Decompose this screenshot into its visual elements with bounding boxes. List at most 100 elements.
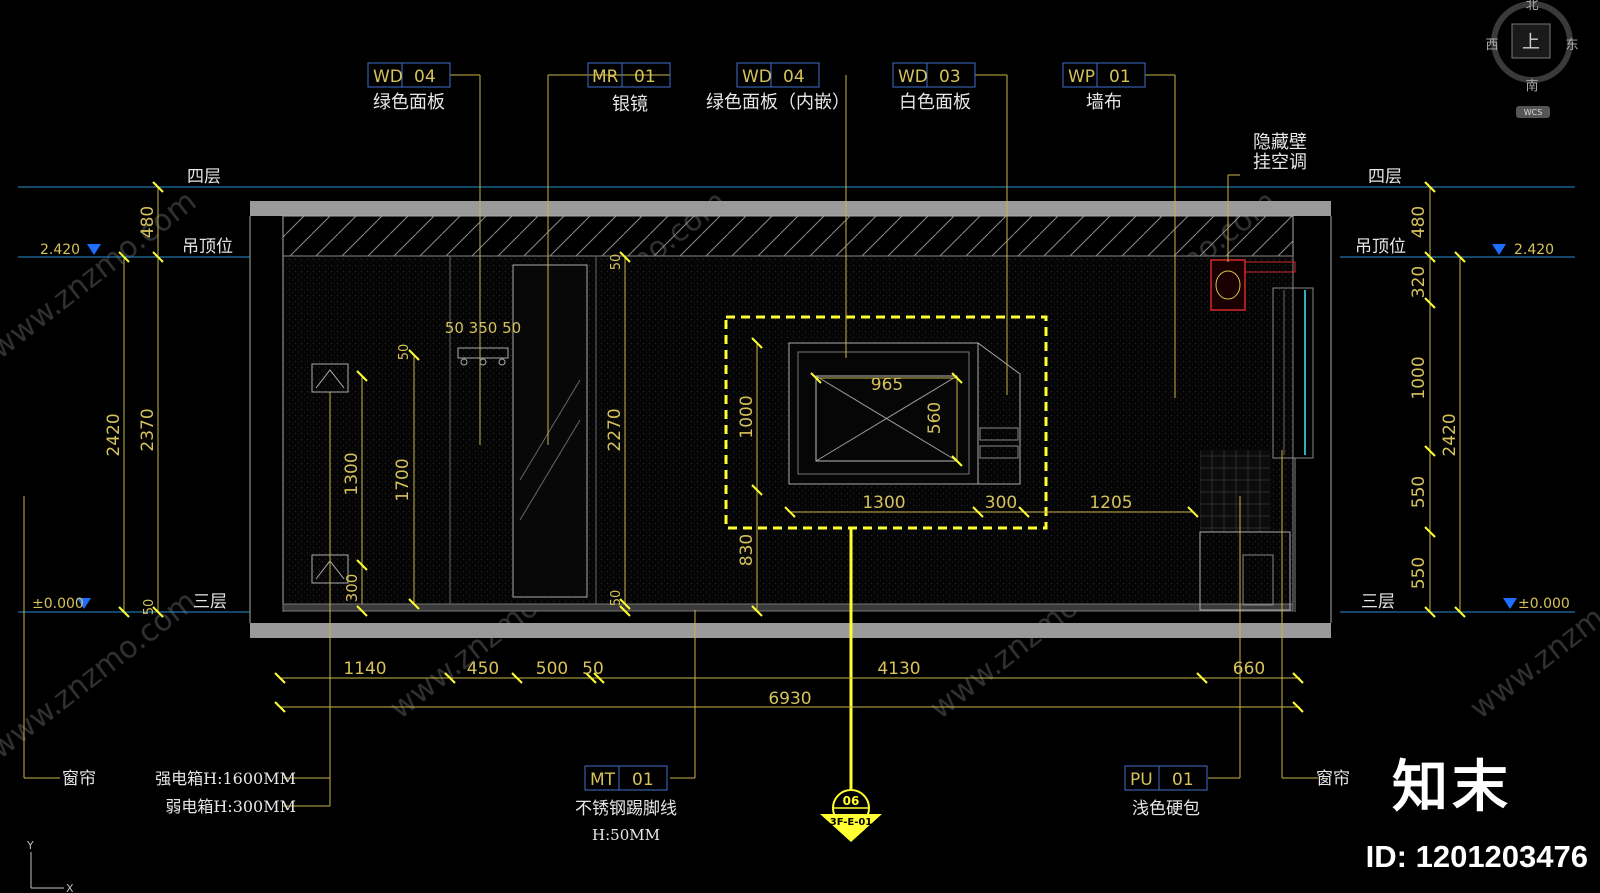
svg-text:MR: MR [592, 67, 619, 87]
ucs-icon: Y X [26, 839, 74, 893]
svg-text:01: 01 [1172, 770, 1194, 790]
mirror-reflection [519, 379, 581, 481]
tv-niche [788, 342, 979, 485]
level-lines [18, 186, 1575, 613]
dim-value: 320 [1409, 266, 1429, 298]
dim-value: 6930 [768, 689, 811, 709]
material-tag[interactable]: MR 01 银镜 [587, 62, 671, 115]
material-tag[interactable]: WD 04 绿色面板 [367, 62, 451, 113]
level-marker [87, 244, 101, 255]
svg-text:04: 04 [783, 67, 805, 87]
svg-text:01: 01 [632, 770, 654, 790]
dim-value: 660 [1233, 659, 1265, 679]
selection-highlight[interactable] [724, 315, 1048, 530]
dim-value: 1300 [342, 452, 362, 495]
svg-text:WP: WP [1068, 67, 1095, 87]
level-marker [1492, 244, 1506, 255]
watermark-text: www.znzmo.com [0, 584, 203, 766]
elevation-value: 2.420 [1514, 242, 1554, 258]
dim-value: 1205 [1089, 493, 1132, 513]
dim-value: 2420 [104, 413, 124, 456]
dim-value: 1700 [393, 458, 413, 501]
svg-text:白色面板: 白色面板 [899, 92, 971, 113]
hidden-ac [1210, 259, 1246, 311]
wall-face [282, 255, 1294, 610]
svg-text:06: 06 [843, 794, 860, 808]
tv-cabinet [977, 342, 1021, 485]
svg-text:WCS: WCS [1524, 108, 1543, 117]
dim-value: 1000 [737, 395, 757, 438]
svg-text:绿色面板: 绿色面板 [373, 92, 445, 113]
dim-value: 300 [985, 493, 1017, 513]
dim-value: 1140 [343, 659, 386, 679]
elevation-value: ±0.000 [1518, 596, 1570, 612]
dim-value: 450 [467, 659, 499, 679]
dim-value: 1300 [862, 493, 905, 513]
section-reference-symbol[interactable]: 06 3F-E-01 [820, 789, 882, 842]
dim-value: 50 [582, 659, 604, 679]
floor-slab [250, 623, 1331, 638]
svg-text:绿色面板（内嵌）: 绿色面板（内嵌） [706, 92, 850, 113]
dim-value: 830 [737, 534, 757, 566]
watermark-text: www.znzmo.com [1463, 544, 1600, 726]
dim-value: 2270 [605, 408, 625, 451]
svg-text:浅色硬包: 浅色硬包 [1132, 799, 1200, 819]
wcs-button [1516, 106, 1550, 118]
view-cube-compass[interactable]: 上 北 南 西 东 WCS [1485, 0, 1579, 118]
watermark-text: www.znzmo.com [0, 184, 203, 366]
elevation-value: 2.420 [40, 242, 80, 258]
svg-text:03: 03 [939, 67, 961, 87]
svg-text:MT: MT [590, 770, 616, 790]
elevation-value: ±0.000 [32, 596, 84, 612]
dim-value: 550 [1409, 557, 1429, 589]
curtain-label: 窗帘 [62, 769, 96, 789]
ac-label: 挂空调 [1253, 152, 1307, 173]
svg-text:西: 西 [1485, 38, 1498, 53]
svg-text:WD: WD [898, 67, 928, 87]
dim-value: 480 [1409, 206, 1429, 238]
coat-hook [457, 347, 509, 359]
weak-box-label: 弱电箱H:300MM [165, 797, 296, 816]
level-marker [77, 598, 91, 609]
material-tag[interactable]: WD 03 白色面板 [892, 62, 976, 113]
ceiling-void-hatch [282, 215, 1294, 257]
side-cabinet [1199, 531, 1291, 611]
elevation-frame [249, 201, 1332, 638]
svg-text:WD: WD [742, 67, 772, 87]
material-tag[interactable]: WP 01 墙布 [1062, 62, 1146, 113]
image-id-label: ID: 1201203476 [1365, 839, 1588, 874]
material-tag[interactable]: WD 04 绿色面板（内嵌） [706, 62, 850, 113]
wall-tiles [1200, 450, 1270, 532]
dim-value: 500 [536, 659, 568, 679]
svg-text:上: 上 [1522, 32, 1540, 53]
dim-value: 50 [609, 590, 624, 607]
level-label: 四层 [187, 167, 221, 187]
mirror-panel [512, 264, 588, 598]
curtain-label: 窗帘 [1316, 769, 1350, 789]
level-label: 三层 [1361, 592, 1395, 612]
dim-value: 550 [1409, 476, 1429, 508]
svg-text:04: 04 [414, 67, 436, 87]
mirror-reflection [519, 419, 581, 521]
power-box-label: 强电箱H:1600MM [155, 769, 296, 788]
dimension-ticks [118, 181, 1466, 713]
dim-value: 560 [925, 402, 945, 434]
svg-text:3F-E-01: 3F-E-01 [830, 817, 873, 828]
svg-text:01: 01 [634, 67, 656, 87]
svg-text:H:50MM: H:50MM [592, 826, 660, 844]
dim-value: 965 [871, 375, 903, 395]
svg-text:南: 南 [1525, 78, 1538, 94]
material-tag[interactable]: PU 01 浅色硬包 [1124, 765, 1208, 819]
svg-text:WD: WD [373, 67, 403, 87]
view-cube-face [1511, 23, 1551, 59]
dim-value: 50 [397, 344, 412, 361]
brand-logo: 知末 [1392, 755, 1512, 820]
svg-text:北: 北 [1525, 0, 1538, 13]
dim-value: 4130 [877, 659, 920, 679]
svg-text:银镜: 银镜 [612, 94, 648, 115]
dim-value: 480 [138, 206, 158, 238]
material-tag[interactable]: MT 01 不锈钢踢脚线 H:50MM [575, 765, 677, 844]
svg-text:X: X [66, 882, 74, 893]
level-label: 吊顶位 [1355, 237, 1406, 257]
